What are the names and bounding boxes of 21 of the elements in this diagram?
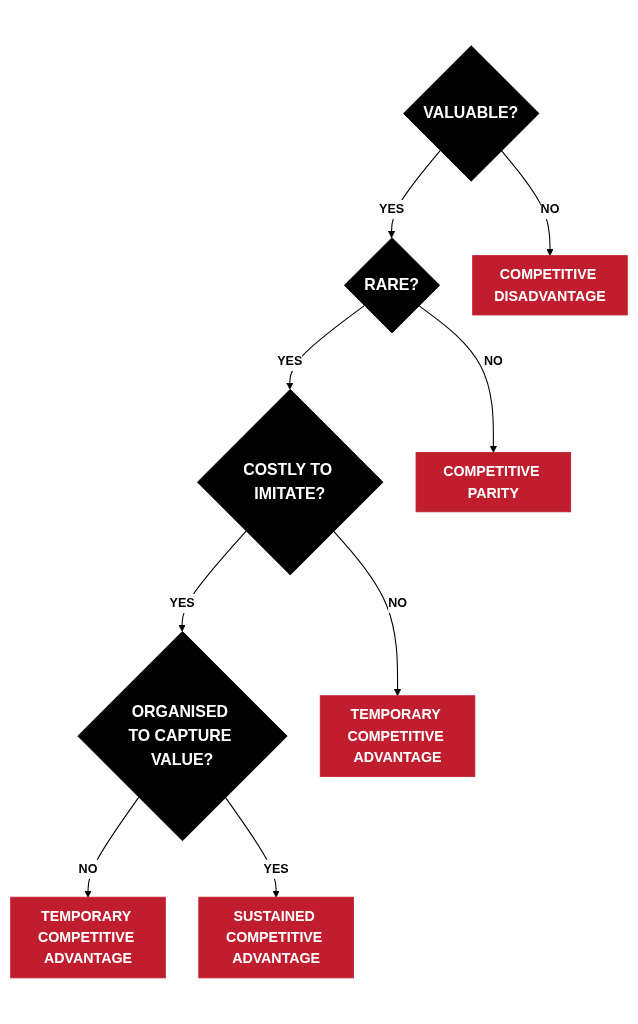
node-box: COMPETITIVE PARITY <box>415 452 572 513</box>
edge-label: NO <box>483 353 503 368</box>
node-diamond: VALUABLE? <box>403 45 540 182</box>
arrow <box>332 530 402 697</box>
node-diamond: ORGANISED TO CAPTURE VALUE? <box>77 631 288 842</box>
edge-label: NO <box>78 861 98 876</box>
node-box: COMPETITIVE DISADVANTAGE <box>472 255 628 316</box>
arrow <box>418 305 498 453</box>
edge-label: YES <box>169 595 195 610</box>
edge-label: YES <box>277 353 303 368</box>
edge-label: NO <box>540 201 560 217</box>
node-box: SUSTAINED COMPETITIVE ADVANTAGE <box>198 897 354 979</box>
node-diamond: COSTLY TO IMITATE? <box>197 389 384 576</box>
arrow <box>84 797 140 898</box>
edge-label: YES <box>263 861 289 876</box>
node-box: TEMPORARY COMPETITIVE ADVANTAGE <box>10 897 166 979</box>
arrow <box>500 150 554 257</box>
node-box: TEMPORARY COMPETITIVE ADVANTAGE <box>319 695 476 778</box>
edge-label: YES <box>379 201 405 217</box>
node-diamond: RARE? <box>343 237 441 334</box>
edge-label: NO <box>388 595 407 610</box>
